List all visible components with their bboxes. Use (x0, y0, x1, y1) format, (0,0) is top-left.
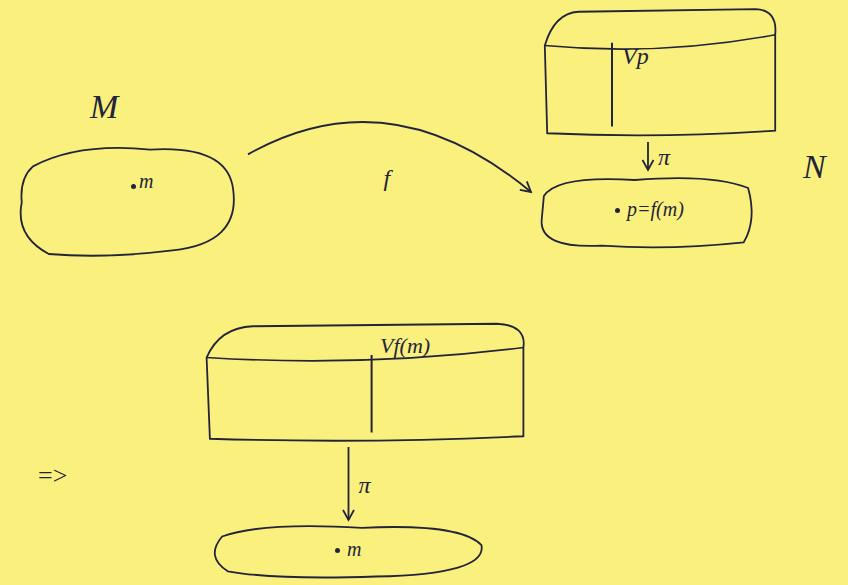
outline-shape (540, 5, 780, 140)
point-dot (335, 548, 340, 553)
vector-bundle: Vf(m) (200, 320, 530, 445)
arrow-label: f (382, 165, 393, 191)
point-label: p=f(m) (627, 198, 684, 220)
manifold-name: N (803, 148, 826, 185)
implies-sign: => (38, 462, 67, 491)
point-dot (615, 208, 620, 213)
projection-arrow (343, 447, 354, 520)
arrow-label: π (656, 144, 672, 170)
fiber-label: Vp (622, 43, 649, 69)
outline-shape (200, 320, 530, 445)
manifold-blob: p=f(m)N (535, 172, 757, 252)
point-label: m (347, 538, 361, 560)
outline-shape (15, 140, 240, 260)
point-dot (131, 184, 136, 189)
fiber-label: Vf(m) (380, 334, 430, 358)
vector-bundle: Vp (540, 5, 780, 140)
arrow-label: π (357, 472, 373, 498)
manifold-blob: m (205, 522, 490, 580)
manifold-name: M (90, 88, 118, 125)
point-label: m (139, 170, 153, 192)
projection-arrow (643, 142, 654, 170)
manifold-blob: Mm (15, 140, 240, 260)
map-arrow (248, 122, 531, 192)
